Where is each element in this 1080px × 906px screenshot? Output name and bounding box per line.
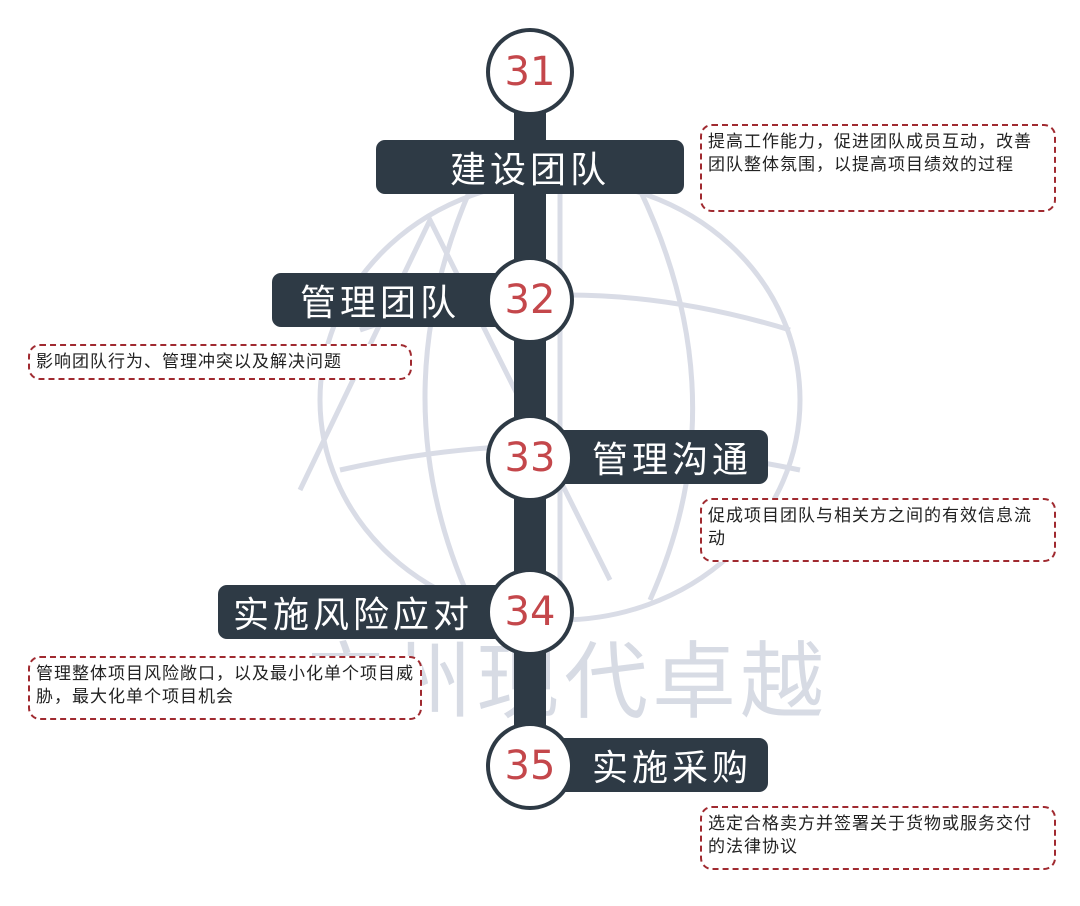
step-35-description: 选定合格卖方并签署关于货物或服务交付的法律协议 [700, 806, 1056, 870]
step-34-description: 管理整体项目风险敞口，以及最小化单个项目威胁，最大化单个项目机会 [28, 656, 422, 720]
step-35-number: 35 [486, 722, 574, 810]
step-31-number: 31 [486, 28, 574, 116]
step-31-title: 建设团队 [376, 140, 684, 194]
step-32-title: 管理团队 [272, 273, 512, 327]
step-32-number: 32 [486, 256, 574, 344]
step-33-description: 促成项目团队与相关方之间的有效信息流动 [700, 498, 1056, 562]
step-33-number: 33 [486, 414, 574, 502]
step-34-number: 34 [486, 568, 574, 656]
step-34-title: 实施风险应对 [218, 585, 512, 639]
step-31-description: 提高工作能力，促进团队成员互动，改善团队整体氛围，以提高项目绩效的过程 [700, 124, 1056, 212]
step-33-title: 管理沟通 [552, 430, 768, 484]
step-32-description: 影响团队行为、管理冲突以及解决问题 [28, 344, 412, 380]
step-35-title: 实施采购 [552, 738, 768, 792]
